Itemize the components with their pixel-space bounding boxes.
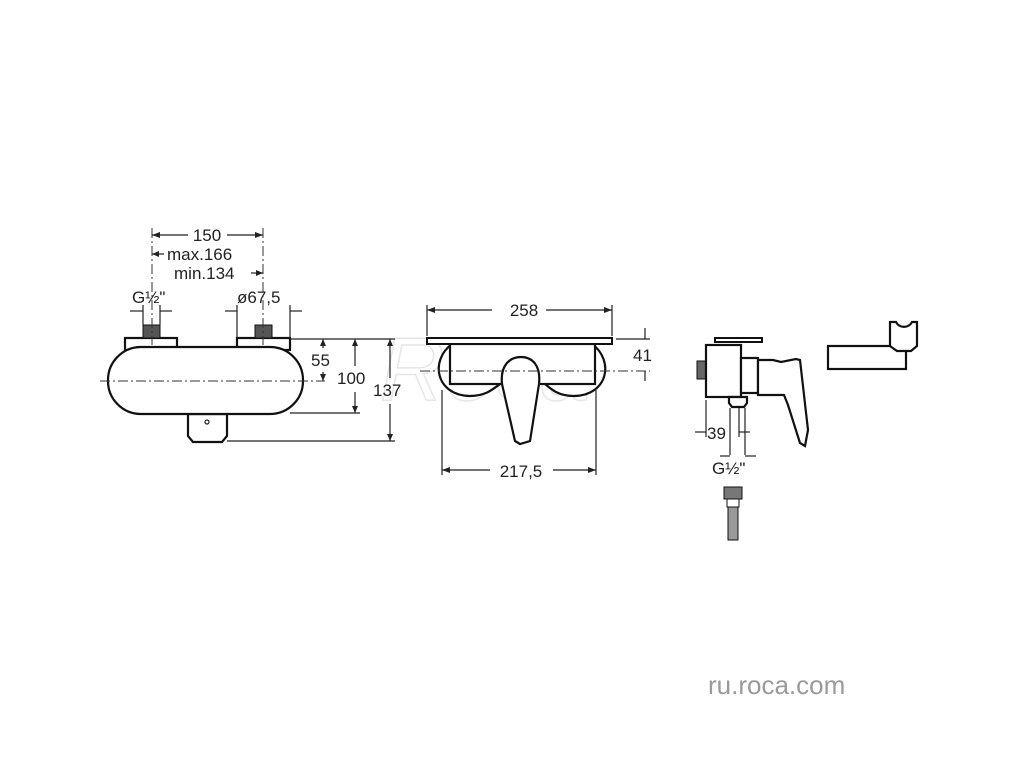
wall-plate bbox=[426, 337, 613, 345]
dim-41: 41 bbox=[633, 346, 652, 365]
shower-holder bbox=[826, 320, 919, 371]
outlet bbox=[186, 412, 229, 444]
dim-150: 150 bbox=[193, 226, 221, 245]
dim-137: 137 bbox=[373, 381, 401, 400]
site-watermark: ru.roca.com bbox=[708, 670, 845, 700]
dim-diameter: ø67,5 bbox=[237, 288, 280, 307]
mixer-front-view: 150 max.166 min.134 G½" ø67,5 55 100 137 bbox=[100, 226, 401, 444]
dim-217-5: 217,5 bbox=[500, 462, 543, 481]
lever-handle bbox=[500, 355, 541, 446]
dim-258: 258 bbox=[510, 301, 538, 320]
dim-outlet-thread: G½" bbox=[712, 459, 745, 478]
dim-min-134: min.134 bbox=[174, 264, 234, 283]
mixer-side-view: 39 G½" bbox=[695, 337, 810, 541]
mixer-top-view: 258 217,5 41 bbox=[420, 301, 652, 481]
shower-hose bbox=[723, 486, 743, 541]
dim-max-166: max.166 bbox=[167, 245, 232, 264]
dim-55: 55 bbox=[311, 351, 330, 370]
dim-39: 39 bbox=[707, 424, 726, 443]
dim-100: 100 bbox=[337, 369, 365, 388]
dim-thread-inlet: G½" bbox=[132, 288, 165, 307]
